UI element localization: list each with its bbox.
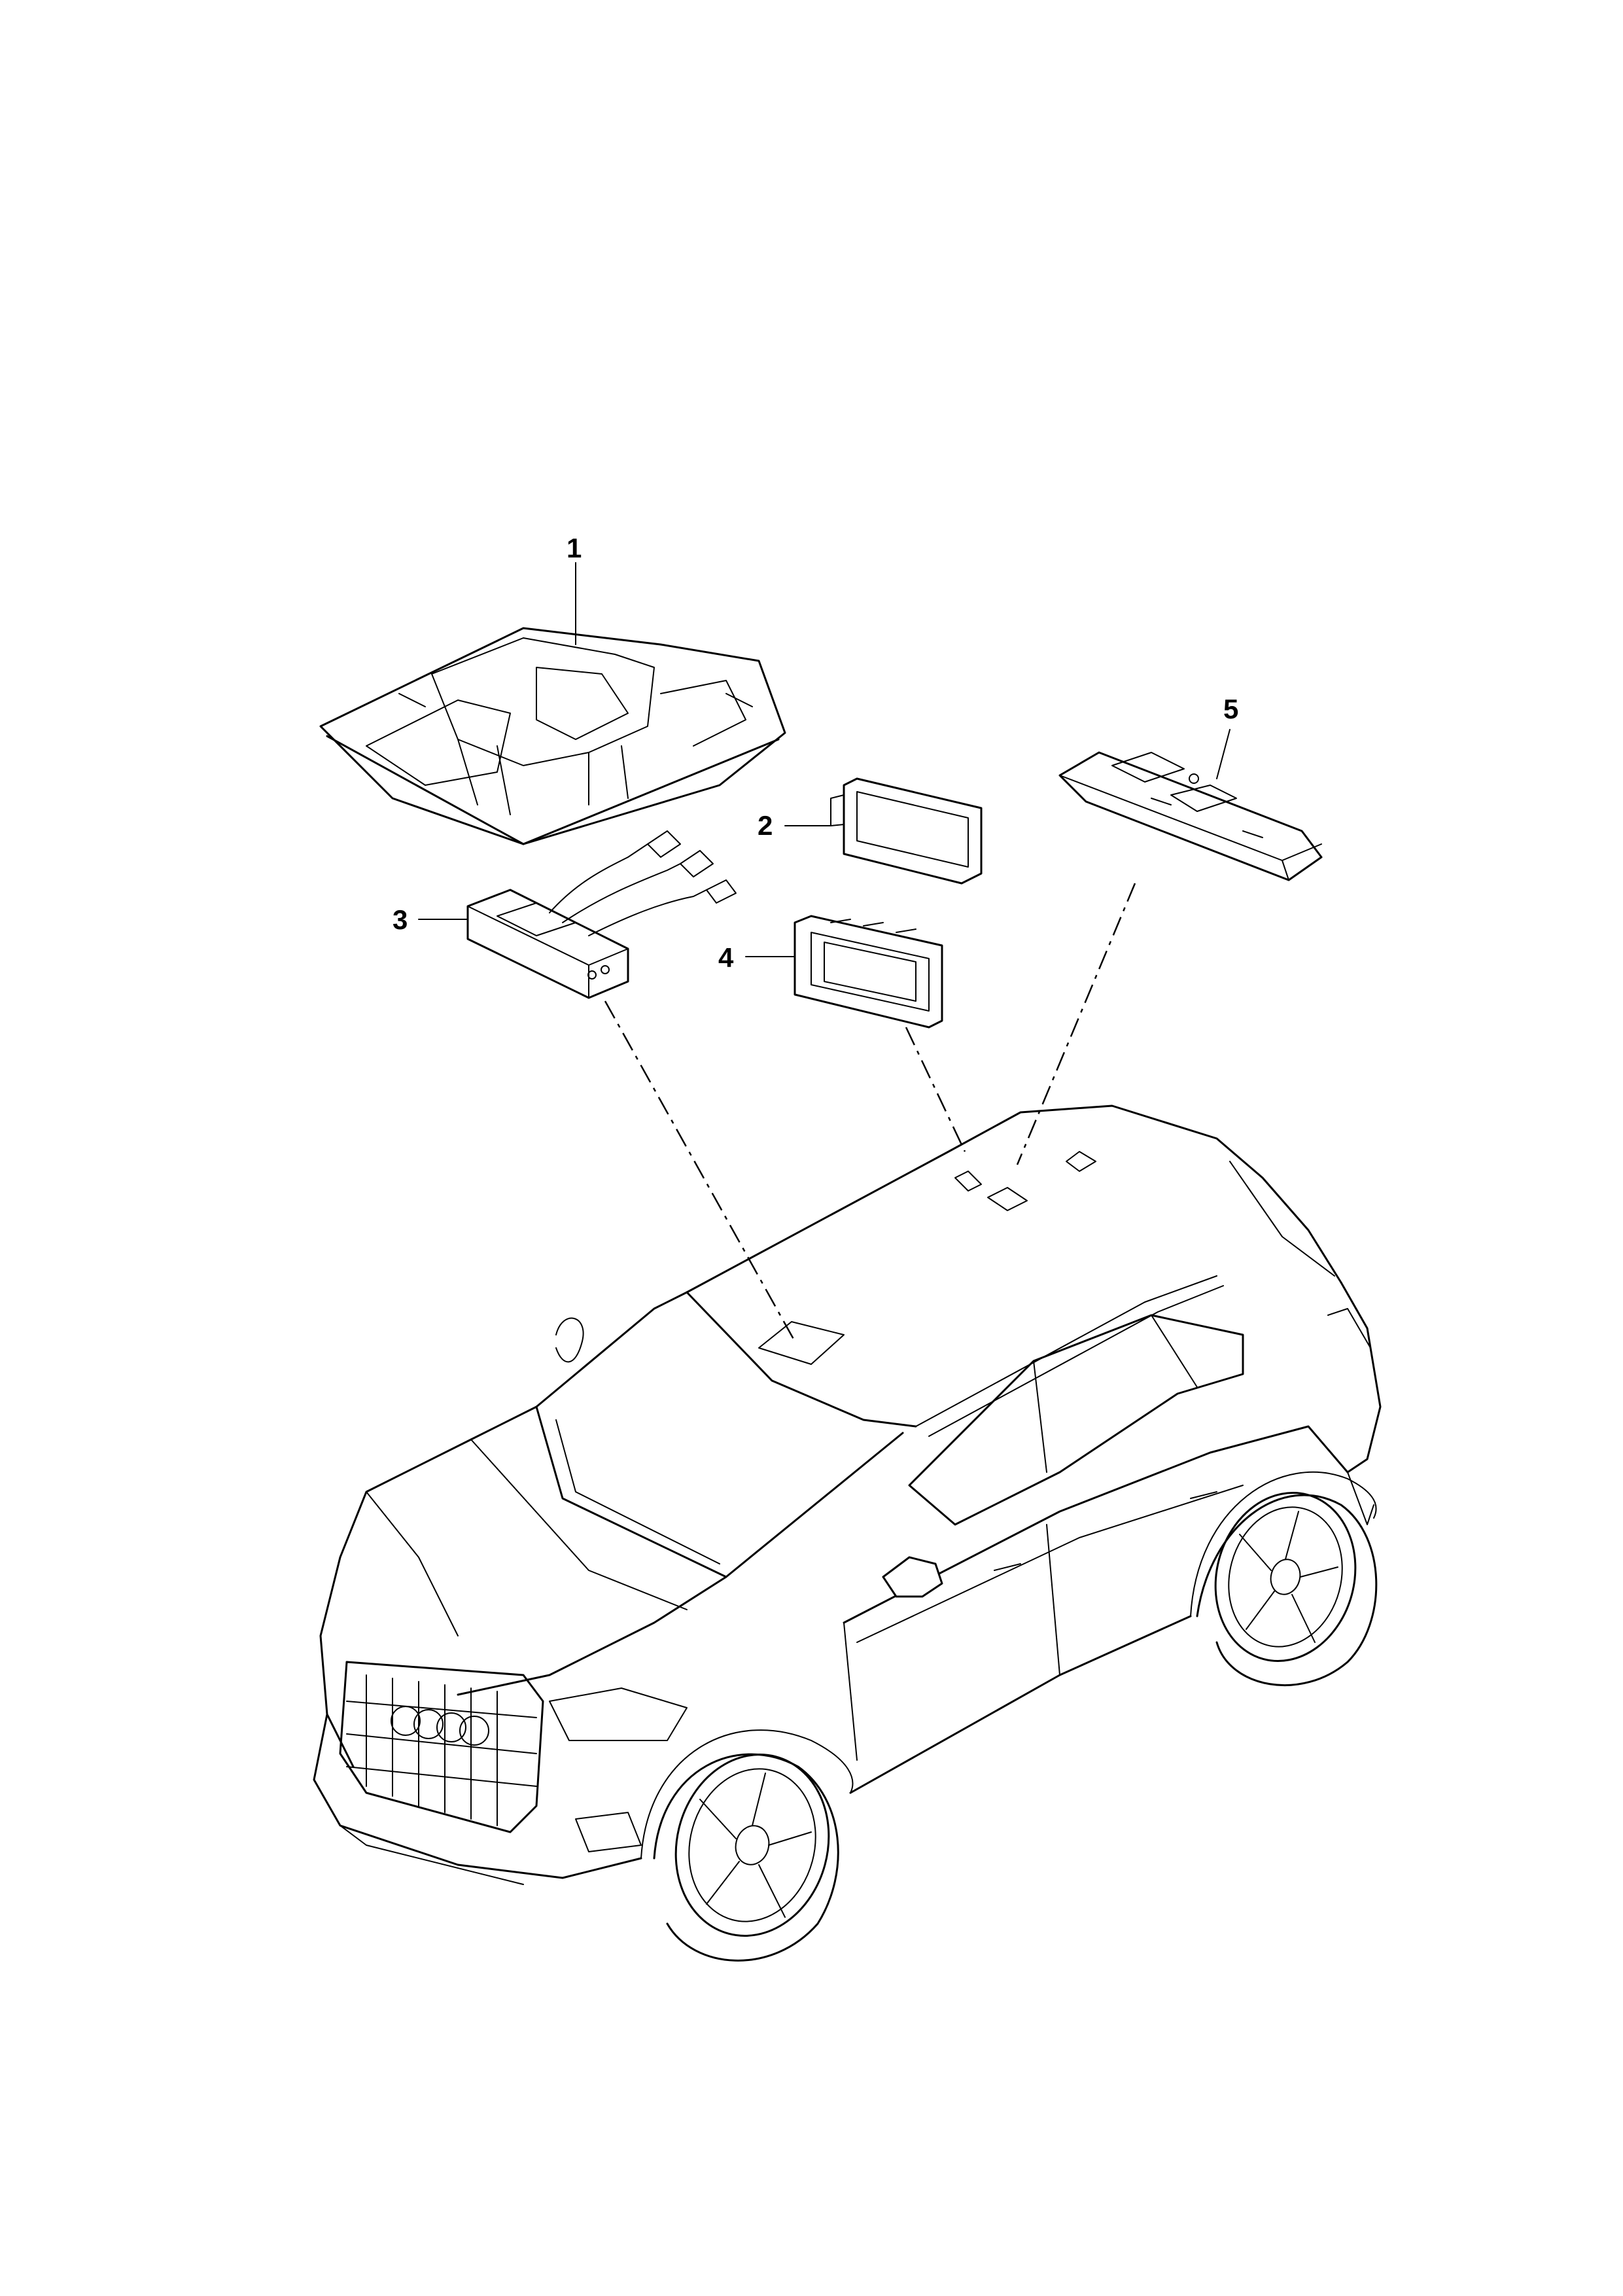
- part-4-lamp-frame: [745, 915, 943, 1029]
- callout-3: 3: [393, 904, 408, 935]
- leader-lines: [604, 883, 1136, 1342]
- callout-labels: 1 2 3 4 5: [393, 533, 1238, 973]
- part-2-lamp: [784, 777, 983, 885]
- callout-5: 5: [1223, 694, 1238, 724]
- callout-4: 4: [718, 942, 734, 973]
- part-3-control-unit: [418, 830, 737, 999]
- part-5-rear-light: [1058, 729, 1323, 881]
- callout-1: 1: [567, 533, 582, 563]
- part-1-roof-console: [319, 562, 786, 845]
- callout-2: 2: [758, 810, 773, 841]
- vehicle-suv: [313, 1104, 1382, 1962]
